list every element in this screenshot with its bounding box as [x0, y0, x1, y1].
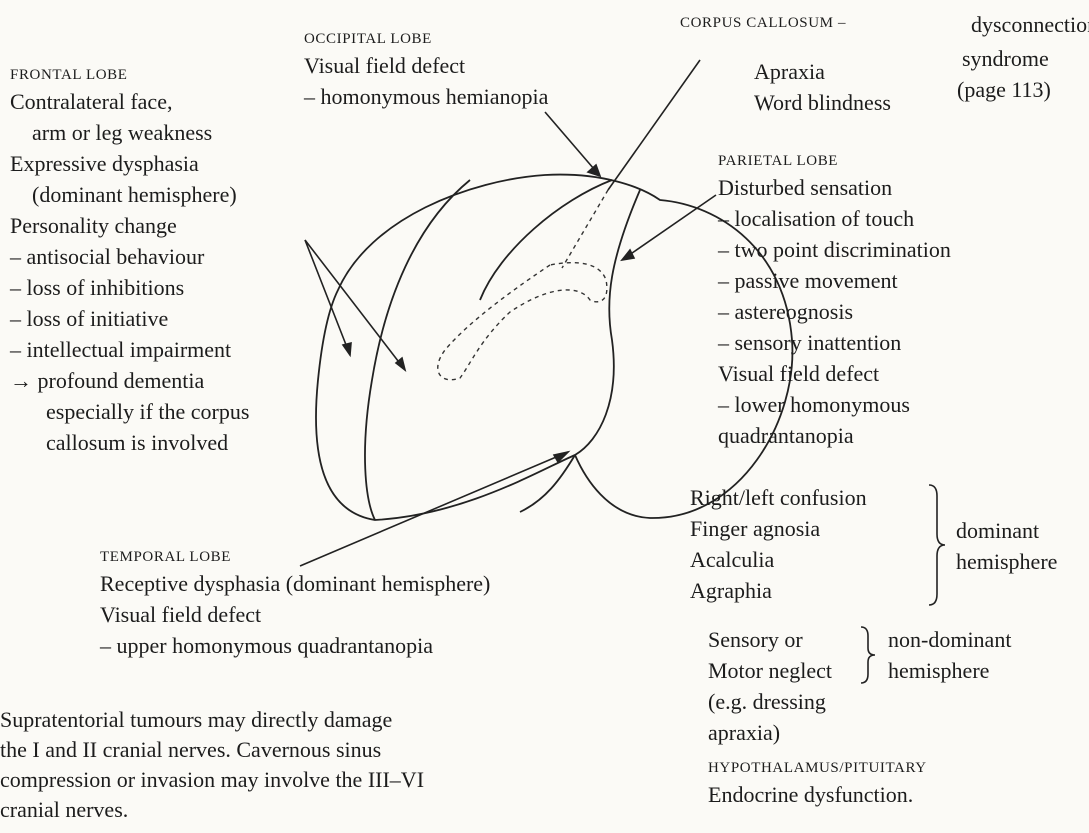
parietal-line: – sensory inattention — [718, 327, 951, 358]
lobe-boundary-1 — [365, 180, 470, 520]
parietal-line: – passive movement — [718, 265, 951, 296]
occipital-arrowhead — [588, 165, 600, 176]
frontal-lobe-block: FRONTAL LOBE Contralateral face, arm or … — [10, 64, 249, 458]
dominant-brace — [925, 482, 951, 608]
footnote-line: the I and II cranial nerves. Cavernous s… — [0, 735, 424, 765]
frontal-arrowhead-1 — [343, 343, 351, 355]
footnote-line: compression or invasion may involve the … — [0, 765, 424, 795]
frontal-line: Contralateral face, — [10, 86, 249, 117]
occipital-line: – homonymous hemianopia — [304, 81, 548, 112]
nondominant-brace — [858, 624, 882, 686]
frontal-line: – loss of initiative — [10, 303, 249, 334]
corpus-callosum-label: dysconnection — [971, 12, 1089, 38]
hypothalamus-text: Endocrine dysfunction. — [708, 779, 927, 810]
parietal-lobe-block: PARIETAL LOBE Disturbed sensation – loca… — [718, 150, 951, 451]
dominant-item: Agraphia — [690, 575, 1085, 606]
corpus-callosum-item: Apraxia — [754, 56, 825, 87]
lobe-boundary-3 — [575, 190, 640, 455]
occipital-lobe-heading: OCCIPITAL LOBE — [304, 28, 548, 50]
dominant-hemisphere-group: Right/left confusion Finger agnosia Acal… — [690, 482, 1085, 612]
dominant-label: dominant — [956, 515, 1057, 546]
frontal-line: especially if the corpus — [10, 396, 249, 427]
supratentorial-footnote: Supratentorial tumours may directly dama… — [0, 705, 424, 825]
parietal-arrowhead — [622, 250, 634, 260]
footnote-line: Supratentorial tumours may directly dama… — [0, 705, 424, 735]
corpus-callosum-outline — [438, 263, 607, 380]
parietal-line: – localisation of touch — [718, 203, 951, 234]
nondominant-item: apraxia) — [708, 717, 1088, 748]
footnote-line: cranial nerves. — [0, 795, 424, 825]
hypothalamus-block: HYPOTHALAMUS/PITUITARY Endocrine dysfunc… — [708, 757, 927, 810]
dominant-label: hemisphere — [956, 546, 1057, 577]
parietal-line: quadrantanopia — [718, 420, 951, 451]
frontal-line: arm or leg weakness — [10, 117, 249, 148]
dominant-item: Right/left confusion — [690, 482, 1085, 513]
parietal-pointer — [622, 195, 716, 260]
frontal-line: Personality change — [10, 210, 249, 241]
temporal-lobe-heading: TEMPORAL LOBE — [100, 546, 490, 568]
lobe-boundary-2 — [480, 180, 612, 300]
page-reference: (page 113) — [957, 74, 1051, 105]
temporal-line: Receptive dysphasia (dominant hemisphere… — [100, 568, 490, 599]
parietal-line: Visual field defect — [718, 358, 951, 389]
occipital-pointer — [545, 112, 600, 176]
frontal-pointer-1 — [305, 240, 350, 355]
temporal-lobe-block: TEMPORAL LOBE Receptive dysphasia (domin… — [100, 546, 490, 661]
corpus-callosum-item: Word blindness — [754, 87, 891, 118]
occipital-lobe-block: OCCIPITAL LOBE Visual field defect – hom… — [304, 28, 548, 112]
parietal-line: – two point discrimination — [718, 234, 951, 265]
frontal-line: callosum is involved — [10, 427, 249, 458]
parietal-lobe-heading: PARIETAL LOBE — [718, 150, 951, 172]
corpus-callosum-label-2: syndrome — [962, 43, 1049, 74]
frontal-line: – loss of inhibitions — [10, 272, 249, 303]
nondominant-item: (e.g. dressing — [708, 686, 1088, 717]
temporal-line: Visual field defect — [100, 599, 490, 630]
corpus-callosum-block: CORPUS CALLOSUM – dysconnection syndrome… — [680, 12, 1082, 132]
nondominant-label: hemisphere — [888, 655, 1011, 686]
frontal-line: – antisocial behaviour — [10, 241, 249, 272]
nondominant-hemisphere-group: Sensory or Motor neglect (e.g. dressing … — [708, 624, 1088, 754]
hypothalamus-heading: HYPOTHALAMUS/PITUITARY — [708, 757, 927, 779]
temporal-lobe-curve — [520, 455, 575, 512]
frontal-line: (dominant hemisphere) — [10, 179, 249, 210]
parietal-line: – lower homonymous — [718, 389, 951, 420]
frontal-line: Expressive dysphasia — [10, 148, 249, 179]
occipital-line: Visual field defect — [304, 50, 548, 81]
temporal-line: – upper homonymous quadrantanopia — [100, 630, 490, 661]
parietal-line: – astereognosis — [718, 296, 951, 327]
parietal-line: Disturbed sensation — [718, 172, 951, 203]
nondominant-label: non-dominant — [888, 624, 1011, 655]
frontal-lobe-heading: FRONTAL LOBE — [10, 64, 249, 86]
frontal-line: → profound dementia — [10, 365, 249, 396]
frontal-line: – intellectual impairment — [10, 334, 249, 365]
corpus-callosum-heading: CORPUS CALLOSUM – — [680, 12, 846, 34]
